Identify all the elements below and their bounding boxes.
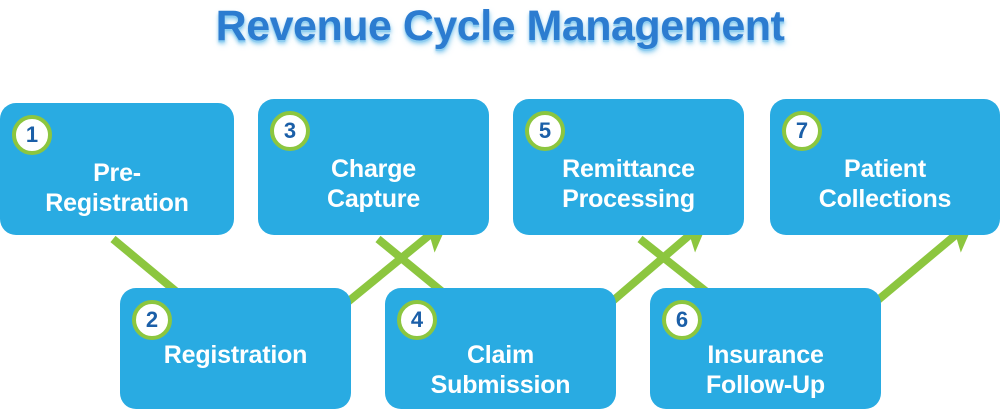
- step-label-5-line-2: Processing: [562, 185, 695, 213]
- step-label-6-line-2: Follow-Up: [705, 371, 825, 399]
- step-badge-1: 1: [12, 115, 52, 155]
- step-box-4[interactable]: 4 Claim Submission: [385, 288, 616, 409]
- step-label-7-line-1: Patient: [844, 155, 926, 183]
- step-label-2: Registration: [120, 340, 351, 370]
- step-box-6[interactable]: 6 Insurance Follow-Up: [650, 288, 881, 409]
- step-label-4: Claim Submission: [385, 340, 616, 400]
- step-label-7: Patient Collections: [770, 154, 1000, 214]
- step-label-4-line-1: Claim: [466, 341, 535, 369]
- step-label-3-line-1: Charge: [331, 155, 416, 183]
- step-box-3[interactable]: 3 Charge Capture: [258, 99, 489, 235]
- step-badge-5: 5: [525, 111, 565, 151]
- page-title: Revenue Cycle Management: [215, 2, 785, 50]
- step-badge-7: 7: [782, 111, 822, 151]
- step-label-1-line-2: Registration: [45, 189, 189, 217]
- step-label-7-line-2: Collections: [818, 185, 952, 213]
- arrow-4-to-5: [605, 217, 710, 309]
- arrow-2-to-3: [341, 218, 450, 309]
- step-badge-2: 2: [132, 300, 172, 340]
- step-box-2[interactable]: 2 Registration: [120, 288, 351, 409]
- step-badge-3: 3: [270, 111, 310, 151]
- step-label-5: Remittance Processing: [513, 154, 744, 214]
- step-badge-6: 6: [662, 300, 702, 340]
- step-label-3: Charge Capture: [258, 154, 489, 214]
- step-label-1-line-1: Pre-: [93, 159, 141, 187]
- arrow-6-to-7: [869, 218, 976, 309]
- step-badge-4: 4: [397, 300, 437, 340]
- step-label-5-line-1: Remittance: [562, 155, 695, 183]
- step-label-6-line-1: Insurance: [707, 341, 824, 369]
- step-box-7[interactable]: 7 Patient Collections: [770, 99, 1000, 235]
- step-label-3-line-2: Capture: [326, 185, 421, 213]
- step-label-2-line-1: Registration: [163, 341, 308, 369]
- step-label-4-line-2: Submission: [430, 371, 571, 399]
- step-box-1[interactable]: 1 Pre- Registration: [0, 103, 234, 235]
- step-label-1: Pre- Registration: [0, 158, 234, 218]
- step-box-5[interactable]: 5 Remittance Processing: [513, 99, 744, 235]
- step-label-6: Insurance Follow-Up: [650, 340, 881, 400]
